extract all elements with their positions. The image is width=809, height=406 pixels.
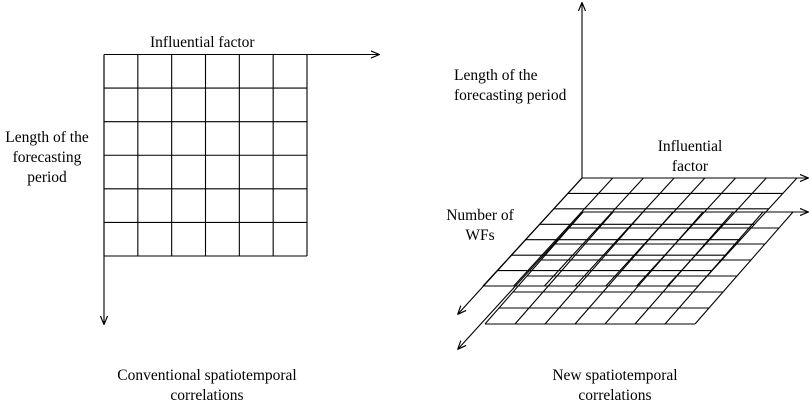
conventional-caption: Conventional spatiotemporal correlations [107,366,307,406]
front-grid-depth-line [664,211,764,325]
conventional-caption-line-1: Conventional spatiotemporal [117,367,297,384]
back-grid-depth-line [513,177,614,287]
forecasting-period-label: Length of the forecasting period [2,128,92,188]
forecasting-period-label-line-2: forecasting [12,149,82,166]
new-caption: New spatiotemporal correlations [530,366,700,406]
number-of-wfs-line-2: WFs [465,227,495,244]
new-caption-line-1: New spatiotemporal [552,367,678,384]
front-grid-depth-line [514,211,614,325]
number-of-wfs-label: Number of WFs [440,206,520,246]
back-grid-depth-line [544,177,644,287]
front-grid-depth-line [604,211,704,325]
forecasting-period-label-line-3: period [27,169,67,186]
right-influential-factor-label: Influential factor [645,137,735,177]
influential-factor-label: Influential factor [150,34,255,51]
back-grid-depth-line [574,177,675,287]
wf-axis-front [458,211,584,349]
vertical-axis-label-line-2: forecasting period [454,87,567,104]
front-grid-depth-line [574,211,674,325]
right-influential-factor-line-1: Influential [657,138,723,155]
new-caption-line-2: correlations [578,387,652,404]
number-of-wfs-line-1: Number of [446,207,514,224]
vertical-axis-label-line-1: Length of the [454,67,538,84]
conventional-caption-line-2: correlations [170,387,244,404]
front-grid-depth-line [634,211,734,325]
wf-axis-back [458,177,583,314]
front-grid-depth-line [544,211,644,325]
forecasting-period-label-line-1: Length of the [5,129,89,146]
right-influential-factor-line-2: factor [671,158,709,175]
conventional-grid [103,53,308,257]
front-grid-depth-line [694,211,794,325]
vertical-axis-label: Length of the forecasting period [454,66,566,106]
